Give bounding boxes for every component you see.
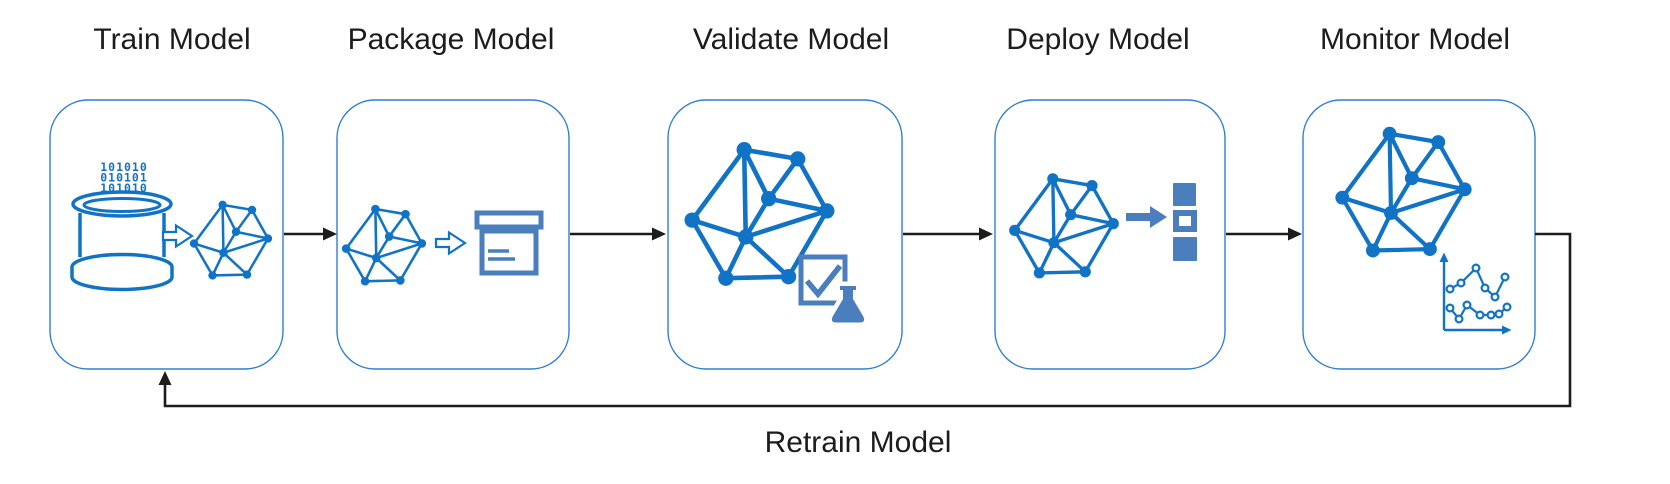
deploy-arrow-icon — [1126, 206, 1167, 228]
stage-title-deploy: Deploy Model — [1006, 23, 1190, 56]
chart-series-lower-markers — [1445, 300, 1512, 324]
flow-arrow-2 — [570, 227, 666, 241]
binary-data-text: 101010 010101 101010 — [100, 160, 148, 195]
stage-title-train: Train Model — [93, 23, 251, 56]
network-graph-icon-monitor — [1335, 127, 1471, 258]
hollow-arrow-icon-train — [161, 223, 195, 249]
flask-icon — [827, 281, 869, 327]
network-graph-icon-validate — [685, 142, 835, 286]
stage-box-validate — [667, 99, 903, 370]
deploy-stack-icon — [1173, 183, 1197, 261]
chart-series-upper-markers — [1445, 263, 1510, 302]
stage-title-validate: Validate Model — [692, 23, 890, 56]
hollow-arrow-icon-package — [434, 230, 468, 256]
flow-arrow-1 — [284, 227, 337, 241]
network-graph-icon-package — [340, 203, 428, 287]
checkmark-square-icon — [798, 254, 848, 306]
stage-title-package: Package Model — [347, 23, 555, 56]
flow-arrow-4 — [1226, 227, 1302, 241]
binary-text-line-1: 101010 — [100, 160, 148, 174]
binary-text-line-2: 010101 — [100, 171, 148, 185]
stage-box-train — [49, 99, 284, 370]
flow-arrow-3 — [903, 227, 993, 241]
stage-box-package — [336, 99, 570, 370]
retrain-loop-arrow — [158, 232, 1572, 408]
network-graph-icon-deploy — [1007, 171, 1121, 281]
stage-box-deploy — [994, 99, 1226, 370]
network-graph-icon-train — [188, 199, 274, 281]
retrain-label: Retrain Model — [764, 426, 952, 459]
package-box-icon — [474, 210, 544, 276]
database-icon — [70, 190, 174, 292]
checkmark-icon — [804, 264, 843, 299]
stage-title-monitor: Monitor Model — [1319, 23, 1511, 56]
metrics-chart-icon — [1439, 252, 1512, 335]
